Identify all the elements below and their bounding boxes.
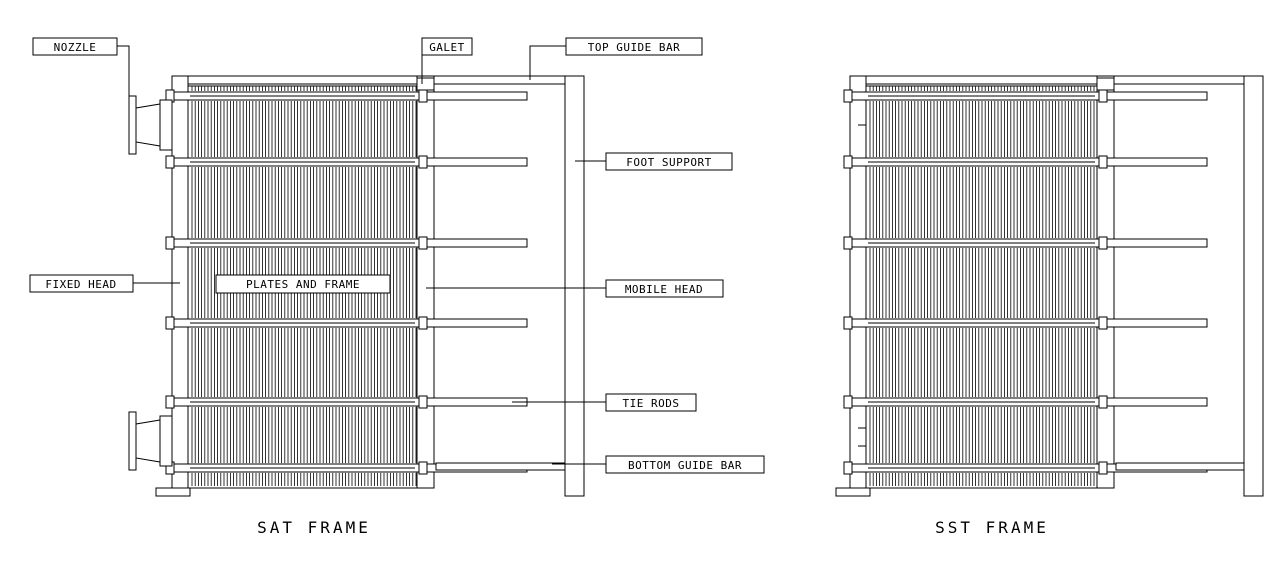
sat-mobile-head	[416, 75, 435, 489]
caption-sst-frame: SST FRAME	[935, 518, 1049, 537]
sst-frame-drawing	[835, 75, 1264, 497]
sat-nozzle-bottom	[128, 411, 173, 471]
sst-tie-rod-2	[843, 155, 1208, 169]
label-top-guide-bar-text: TOP GUIDE BAR	[588, 41, 681, 54]
sat-top-guide-bar	[171, 75, 585, 85]
label-galet: GALET	[421, 37, 473, 84]
label-nozzle: NOZZLE	[32, 37, 130, 96]
label-plates-and-frame: PLATES AND FRAME	[215, 274, 391, 294]
sat-foot-support	[564, 75, 585, 497]
label-nozzle-text: NOZZLE	[54, 41, 97, 54]
caption-sat-frame: SAT FRAME	[257, 518, 371, 537]
sst-tie-rod-5	[843, 395, 1208, 409]
sst-base-plate	[835, 487, 871, 497]
sst-mobile-head	[1096, 75, 1115, 489]
sst-tie-rods	[843, 89, 1208, 475]
sst-fixed-head	[849, 75, 867, 489]
sst-tie-rod-1	[843, 89, 1208, 103]
sat-frame-drawing	[128, 75, 585, 497]
label-top-guide-bar: TOP GUIDE BAR	[529, 37, 703, 80]
sst-tie-rod-4	[843, 316, 1208, 330]
sat-tie-rods	[165, 89, 528, 475]
sat-tie-rod-1	[165, 89, 528, 103]
label-foot-support-text: FOOT SUPPORT	[626, 156, 711, 169]
label-fixed-head-text: FIXED HEAD	[45, 278, 116, 291]
label-fixed-head: FIXED HEAD	[29, 274, 180, 293]
sat-tie-rod-4	[165, 316, 528, 330]
sat-base-plate	[155, 487, 191, 497]
sat-nozzle-top	[128, 95, 173, 155]
sat-galet	[416, 77, 435, 91]
sst-plate-pack	[865, 85, 1098, 489]
sat-bottom-guide-bar	[435, 462, 566, 471]
label-mobile-head: MOBILE HEAD	[426, 279, 724, 298]
sst-galet	[1096, 77, 1115, 91]
label-bottom-guide-bar: BOTTOM GUIDE BAR	[552, 455, 765, 474]
sat-tie-rod-3	[165, 236, 528, 250]
label-foot-support: FOOT SUPPORT	[575, 152, 733, 171]
sst-foot-support	[1243, 75, 1264, 497]
sat-tie-rod-5	[165, 395, 528, 409]
label-mobile-head-text: MOBILE HEAD	[625, 283, 703, 296]
sst-top-guide-bar	[849, 75, 1263, 85]
label-bottom-guide-bar-text: BOTTOM GUIDE BAR	[628, 459, 742, 472]
sat-fixed-head	[171, 75, 189, 489]
label-galet-text: GALET	[429, 41, 465, 54]
label-plates-and-frame-text: PLATES AND FRAME	[246, 278, 360, 291]
label-tie-rods-text: TIE RODS	[623, 397, 680, 410]
sst-port-marks	[858, 124, 866, 447]
label-tie-rods: TIE RODS	[512, 393, 697, 412]
sat-tie-rod-2	[165, 155, 528, 169]
sst-tie-rod-3	[843, 236, 1208, 250]
sst-plate-lines	[869, 86, 1095, 486]
sst-bottom-guide-bar	[1115, 462, 1245, 471]
